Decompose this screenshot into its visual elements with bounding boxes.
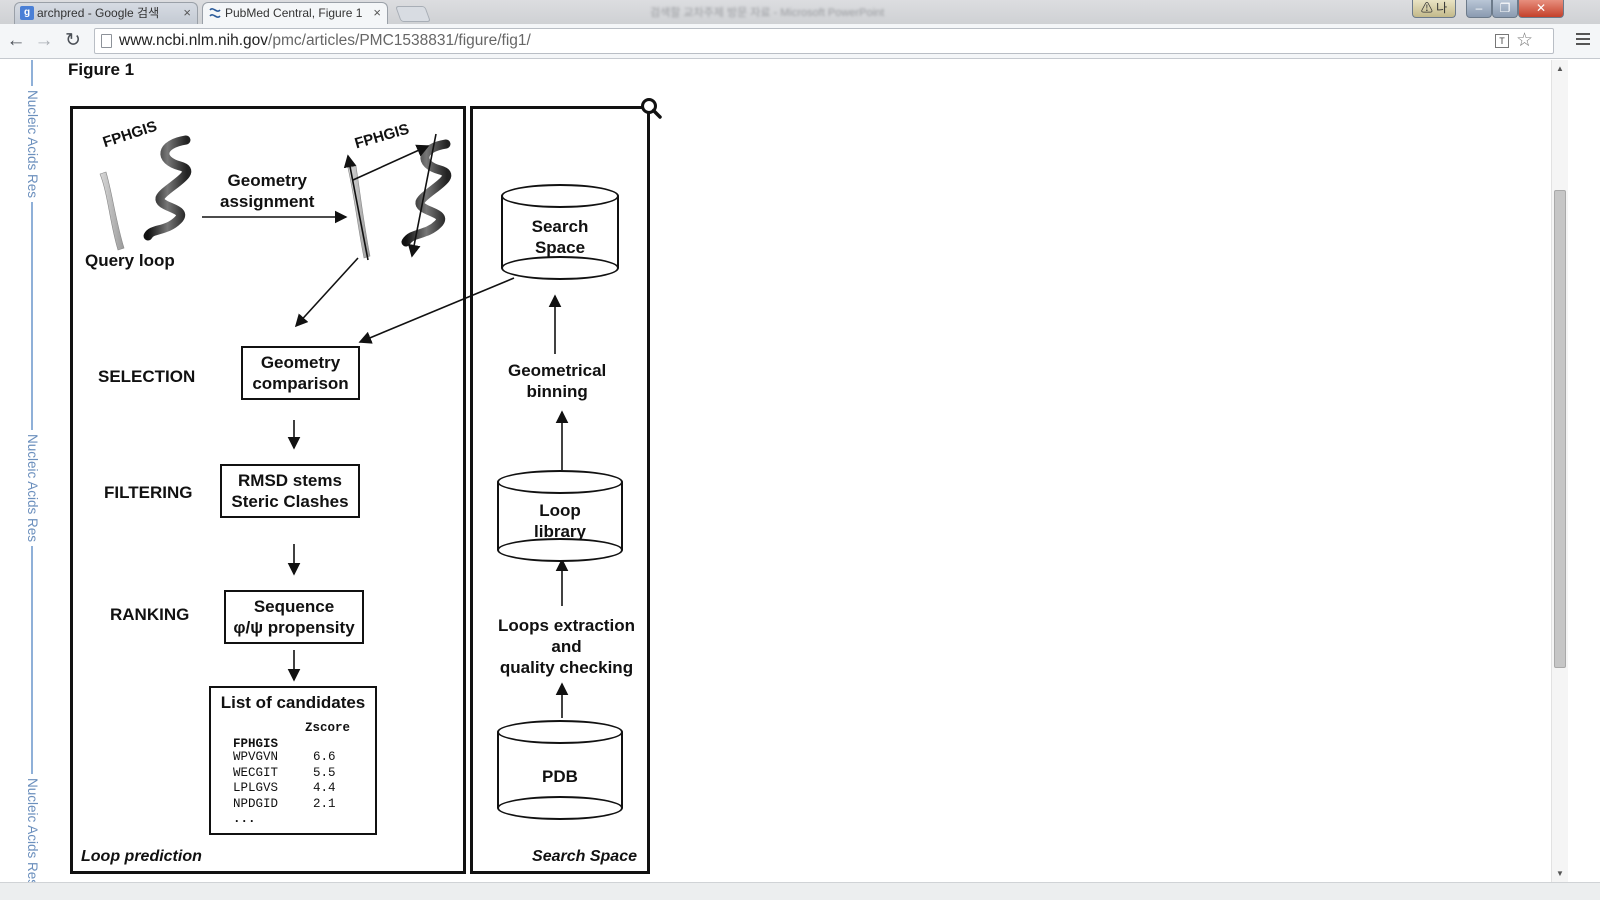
zscore-header: Zscore — [305, 721, 351, 735]
close-tab-icon[interactable]: × — [183, 5, 191, 20]
step-filtering: FILTERING — [104, 483, 193, 502]
google-icon: g — [20, 6, 34, 20]
query-sequence: FPHGIS — [233, 737, 279, 751]
magnifier-icon[interactable] — [640, 97, 662, 119]
journal-link[interactable]: Nucleic Acids Res — [25, 778, 40, 887]
translate-icon[interactable]: T — [1495, 34, 1509, 48]
back-arrow-icon[interactable]: ← — [6, 30, 26, 51]
reload-icon[interactable]: ↻ — [65, 30, 81, 51]
geometry-comparison-box: Geometry comparison — [241, 346, 360, 400]
browser-toolbar: ← → ↻ www.ncbi.nlm.nih.gov/pmc/articles/… — [0, 24, 1600, 59]
candidate-ellipsis: ... — [233, 812, 256, 826]
step-ranking: RANKING — [110, 605, 190, 624]
page-icon — [101, 34, 112, 48]
window-title: 검색할 교차주제 방문 자료 - Microsoft PowerPoint — [650, 7, 885, 19]
sidebar-divider — [31, 546, 33, 774]
tab-label: PubMed Central, Figure 1 — [225, 6, 363, 20]
scroll-up-arrow-icon[interactable]: ▲ — [1556, 64, 1564, 73]
pubmed-icon — [208, 6, 222, 20]
tab-pubmed-central[interactable]: PubMed Central, Figure 1 × — [202, 2, 388, 24]
figure-image: Loop prediction Search Space — [68, 104, 664, 879]
journal-link[interactable]: Nucleic Acids Res — [25, 90, 40, 199]
tab-label: archpred - Google 검색 — [37, 6, 160, 20]
menu-icon[interactable] — [1576, 33, 1590, 45]
bookmark-star-icon[interactable]: ☆ — [1515, 30, 1533, 51]
tab-strip: 검색할 교차주제 방문 자료 - Microsoft PowerPoint g … — [0, 0, 1600, 24]
panel-label: Search Space — [532, 848, 637, 865]
close-window-button[interactable]: ✕ — [1518, 0, 1564, 18]
query-loop-label: Query loop — [85, 251, 175, 270]
warning-indicator[interactable]: ⚠ 나 — [1412, 0, 1456, 18]
rmsd-filter-box: RMSD stems Steric Clashes — [220, 464, 360, 518]
step-selection: SELECTION — [98, 367, 196, 386]
scrollbar-thumb[interactable] — [1554, 190, 1566, 668]
scroll-down-arrow-icon[interactable]: ▼ — [1556, 869, 1564, 878]
tab-google-search[interactable]: g archpred - Google 검색 × — [14, 2, 198, 24]
panel-label: Loop prediction — [81, 848, 202, 865]
address-bar[interactable]: www.ncbi.nlm.nih.gov/pmc/articles/PMC153… — [94, 28, 1554, 54]
sequence-propensity-box: Sequence φ/ψ propensity — [224, 590, 364, 644]
restore-button[interactable]: ❐ — [1492, 0, 1518, 18]
new-tab-button[interactable] — [395, 6, 431, 22]
sidebar-divider — [31, 202, 33, 430]
loops-extraction-label: Loops extraction and quality checking — [498, 616, 635, 677]
minimize-button[interactable]: – — [1466, 0, 1492, 18]
candidates-title: List of candidates — [220, 693, 366, 712]
journal-sidebar: Nucleic Acids Res Nucleic Acids Res Nucl… — [24, 60, 40, 900]
pdb-database: PDB — [497, 720, 623, 820]
sidebar-divider — [31, 60, 33, 86]
forward-arrow-icon[interactable]: → — [34, 30, 54, 51]
vertical-scrollbar[interactable]: ▲ ▼ — [1551, 60, 1568, 882]
journal-link[interactable]: Nucleic Acids Res — [25, 434, 40, 543]
loop-structure-drawing — [99, 133, 569, 718]
figure-title: Figure 1 — [68, 60, 135, 79]
geometry-assignment-label: Geometry assignment — [220, 171, 315, 211]
url-text[interactable]: www.ncbi.nlm.nih.gov/pmc/articles/PMC153… — [119, 32, 531, 49]
geometrical-binning-label: Geometrical binning — [508, 361, 607, 401]
close-tab-icon[interactable]: × — [373, 5, 381, 20]
window-bottom-edge — [0, 882, 1600, 900]
